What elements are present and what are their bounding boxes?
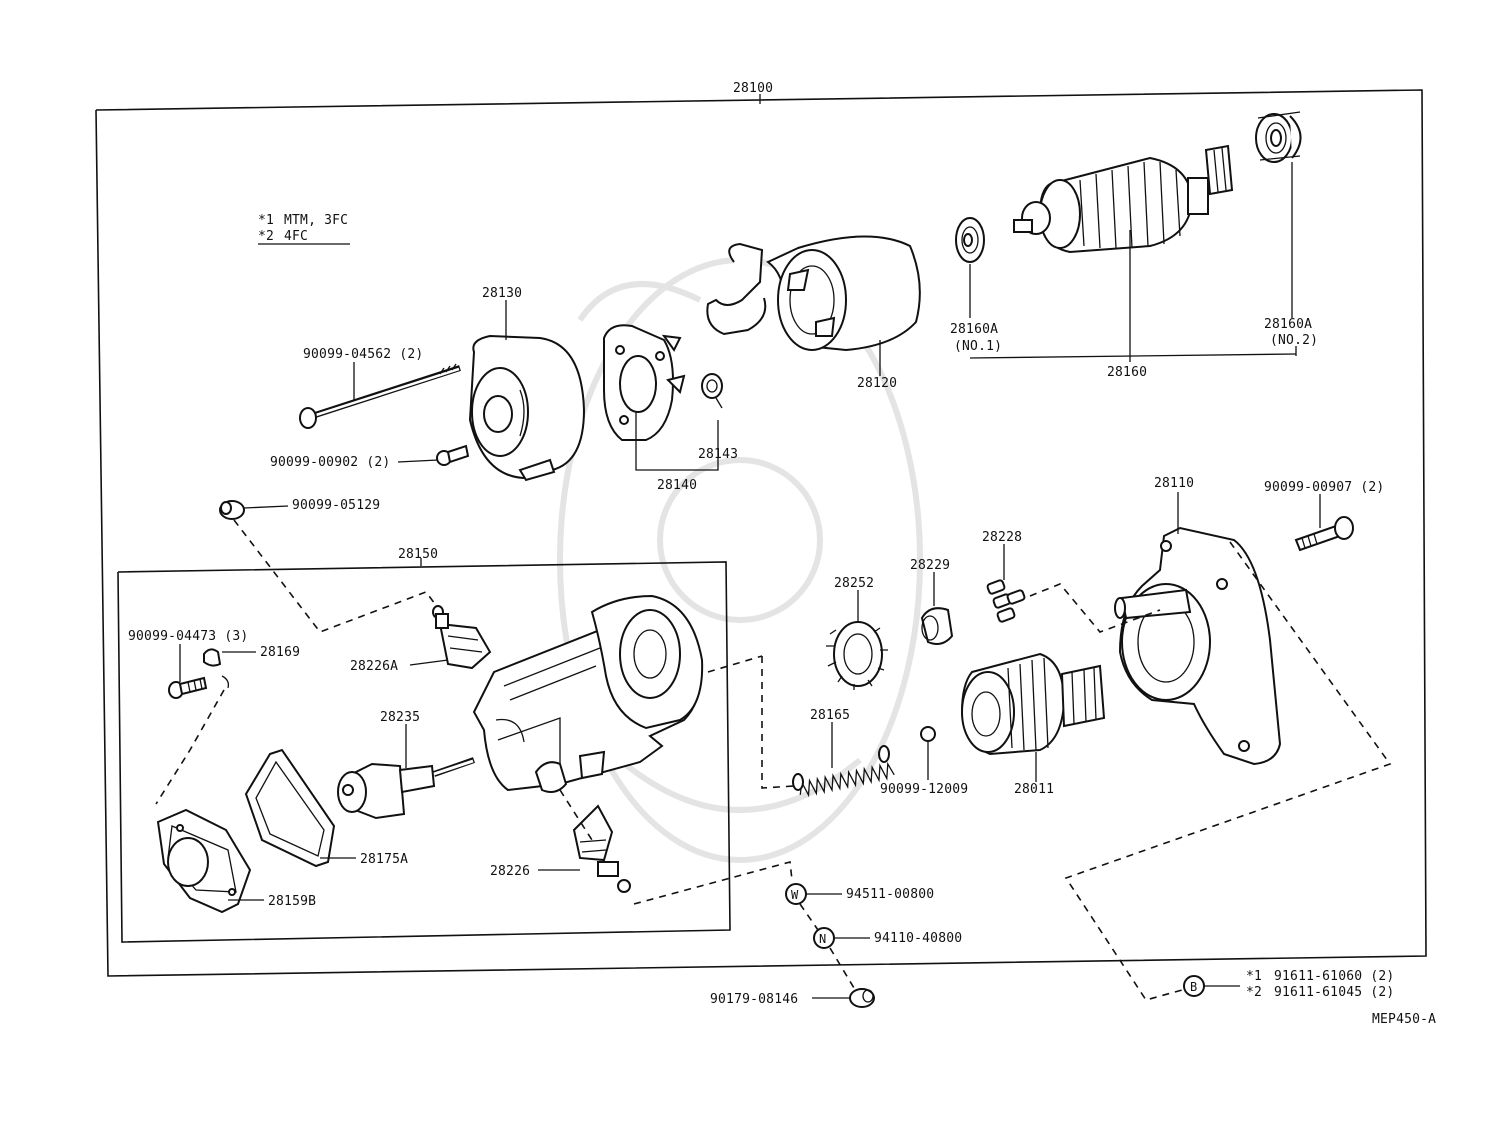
part-label-28160A-no1: 28160A [950,322,998,337]
bearing-no1 [955,217,985,263]
note-1-text: MTM, 3FC [284,213,348,228]
part-label-28252: 28252 [834,576,874,591]
part-label-28165: 28165 [810,708,850,723]
circle-mark-n: N [819,932,826,946]
lock-washer-28169 [203,648,230,689]
idler-gear [826,621,888,690]
grommet-90099-05129 [219,500,245,520]
circle-mark-b: B [1190,980,1197,994]
part-label-94110-40800: 94110-40800 [874,931,962,946]
bolt-option-1-mark: *1 [1246,969,1262,984]
part-label-28160A-no2-note: (NO.2) [1270,333,1318,348]
part-label-90099-04562: 90099-04562 (2) [303,347,423,362]
steel-ball [920,726,936,742]
clutch-rollers [986,579,1026,623]
part-label-90099-04473: 90099-04473 (3) [128,629,248,644]
note-1-mark: *1 [258,213,274,228]
terminal-28226A [432,605,492,670]
subassembly-frame [117,558,731,943]
subassembly-number: 28150 [398,547,438,562]
magnetic-switch-housing [472,594,704,793]
through-bolt [299,363,461,429]
part-label-28160: 28160 [1107,365,1147,380]
part-label-28120: 28120 [857,376,897,391]
part-label-90099-12009: 90099-12009 [880,782,968,797]
figure-code: MEP450-A [1372,1012,1436,1027]
part-label-90099-00902: 90099-00902 (2) [270,455,390,470]
screw-90099-04473 [168,676,208,699]
yoke-assembly [706,235,921,352]
part-label-28110: 28110 [1154,476,1194,491]
part-label-90099-05129: 90099-05129 [292,498,380,513]
bolt-mark-b: B [1183,975,1205,997]
circle-mark-w: W [791,888,799,902]
part-label-28143: 28143 [698,447,738,462]
part-label-28169: 28169 [260,645,300,660]
part-label-28140: 28140 [657,478,697,493]
terminal-28226 [572,804,631,893]
bolt-option-2-mark: *2 [1246,985,1262,1000]
brush-holder [603,324,686,441]
part-label-28235: 28235 [380,710,420,725]
armature [1013,144,1234,254]
bolt-option-2-part: 91611-61045 (2) [1274,985,1394,1000]
part-label-28175A: 28175A [360,852,408,867]
bolt-option-1-part: 91611-61060 (2) [1274,969,1394,984]
starter-clutch [960,652,1106,756]
bolt-90099-00907 [1294,516,1354,552]
cap-90179-08146 [849,988,875,1008]
commutator-end-frame [468,334,586,482]
part-label-28228: 28228 [982,530,1022,545]
switch-end-cover [156,808,252,914]
note-2-mark: *2 [258,229,274,244]
part-label-28160A-no2: 28160A [1264,317,1312,332]
nut-mark-n: N [813,927,835,949]
brush-spring [701,373,723,409]
screw-90099-00902 [436,444,470,466]
part-label-94511-00800: 94511-00800 [846,887,934,902]
part-label-28226A: 28226A [350,659,398,674]
part-label-28229: 28229 [910,558,950,573]
part-label-90179-08146: 90179-08146 [710,992,798,1007]
part-label-28160A-no1-note: (NO.1) [954,339,1002,354]
washer-mark-w: W [785,883,807,905]
bearing-no2 [1255,111,1302,163]
note-2-text: 4FC [284,229,308,244]
part-label-28130: 28130 [482,286,522,301]
part-label-90099-00907: 90099-00907 (2) [1264,480,1384,495]
part-label-28226: 28226 [490,864,530,879]
compression-spring [792,745,895,798]
assembly-number: 28100 [733,81,773,96]
part-label-28011: 28011 [1014,782,1054,797]
part-label-28159B: 28159B [268,894,316,909]
roller-retainer [920,607,954,645]
switch-gasket [244,748,336,868]
drive-housing [1114,526,1282,766]
assembly-frame [95,89,1427,977]
model-notes: *1 MTM, 3FC *2 4FC [258,213,350,245]
plunger [337,757,475,820]
